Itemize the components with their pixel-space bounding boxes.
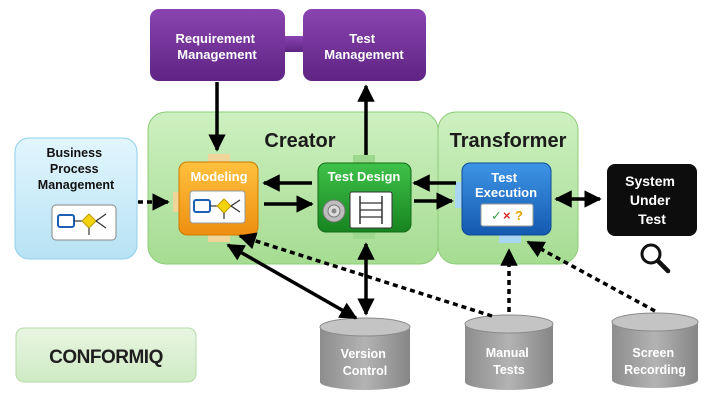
transformer-title: Transformer: [450, 130, 567, 152]
bpm-line-2: Process: [50, 162, 99, 176]
creator-title: Creator: [264, 130, 335, 152]
svg-text:Manual Tests: Manual Tests: [486, 346, 533, 377]
connectors: [208, 82, 602, 320]
cross-icon: ×: [503, 208, 511, 223]
svg-text:Test Management: Test Management: [324, 31, 404, 62]
magnifier-icon: [640, 243, 671, 274]
test-execution-box[interactable]: Test Execution ✓ × ?: [455, 162, 552, 243]
manual-tests-cylinder[interactable]: Manual Tests: [464, 314, 554, 390]
gear-icon: [322, 199, 346, 223]
check-icon: ✓: [491, 208, 502, 223]
test-result-icon: ✓ × ?: [480, 203, 534, 227]
conformiq-logo: CONFORMIQ: [15, 327, 197, 383]
modeling-label: Modeling: [190, 169, 247, 184]
svg-text:Business Process M: Business Process Management: [38, 146, 115, 192]
requirement-management-line-2: Management: [177, 47, 257, 62]
sut-line-2: Under: [630, 192, 671, 208]
svg-text:Test Execution: Test Execution: [475, 170, 537, 200]
sut-line-3: Test: [638, 211, 666, 227]
test-management-box[interactable]: Test Management: [303, 9, 426, 81]
modeling-flow-icon: [189, 190, 246, 224]
test-management-line-2: Management: [324, 47, 404, 62]
svg-text:System Under Test: System Under Test: [625, 173, 679, 227]
dotted-connectors: [138, 193, 656, 318]
test-management-line-1: Test: [349, 31, 375, 46]
system-under-test-box[interactable]: System Under Test: [607, 164, 697, 236]
version-control-line-1: Version: [341, 347, 386, 361]
dotted-screenrecording-to-execution: [526, 240, 656, 313]
sequence-diagram-icon: [349, 191, 393, 229]
dotted-manualtests-to-modeling: [238, 232, 493, 318]
test-design-label: Test Design: [328, 169, 401, 184]
screen-recording-cylinder[interactable]: Screen Recording: [611, 312, 699, 388]
manual-tests-line-2: Tests: [493, 363, 525, 377]
sut-line-1: System: [625, 173, 675, 189]
svg-text:✓ × ?: ✓ × ?: [491, 208, 523, 223]
test-design-box[interactable]: Test Design: [317, 155, 412, 239]
modeling-box[interactable]: Modeling: [173, 154, 259, 242]
question-icon: ?: [515, 208, 523, 223]
bpm-line-1: Business: [46, 146, 102, 160]
svg-text:Version Control: Version Control: [341, 347, 390, 378]
logo-text: CONFORMIQ: [49, 347, 163, 368]
test-execution-line-2: Execution: [475, 185, 537, 200]
manual-tests-line-1: Manual: [486, 346, 529, 360]
svg-text:Requirement Management: Requirement Management: [175, 31, 258, 62]
process-flow-icon: [51, 204, 117, 241]
bpm-line-3: Management: [38, 178, 115, 192]
screen-recording-line-2: Recording: [624, 363, 686, 377]
business-process-management-box[interactable]: Business Process Management: [14, 137, 138, 260]
version-control-cylinder[interactable]: Version Control: [319, 317, 411, 390]
svg-text:Screen Recording: Screen Recording: [624, 346, 686, 377]
screen-recording-line-1: Screen: [632, 346, 674, 360]
requirement-management-box[interactable]: Requirement Management: [150, 9, 285, 81]
version-control-line-2: Control: [343, 364, 387, 378]
requirement-management-line-1: Requirement: [175, 31, 255, 46]
arrow-modeling-versioncontrol: [226, 243, 358, 320]
test-execution-line-1: Test: [491, 170, 517, 185]
